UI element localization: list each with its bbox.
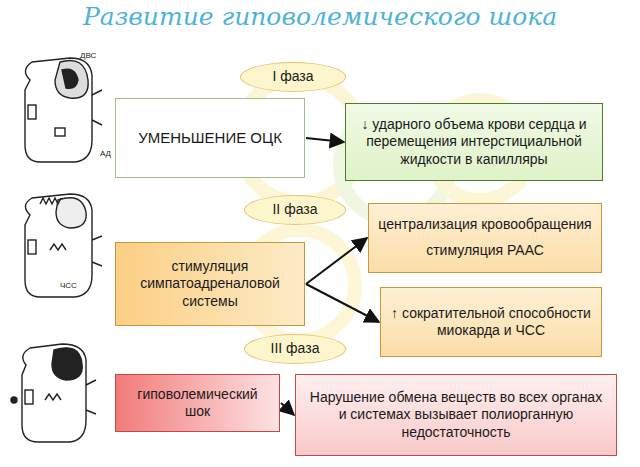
node-text: II фаза: [272, 201, 317, 219]
node-text: ↓ ударного объема крови сердца и перемещ…: [356, 116, 592, 169]
node-text: III фаза: [271, 340, 320, 358]
node-text: централизация кровообращения: [378, 216, 591, 234]
scheme-label: ЧСС: [60, 282, 77, 290]
node-text: стимуляция РААС: [426, 242, 544, 260]
diagram-title: Развитие гиповолемического шока: [0, 2, 640, 31]
process-box: УМЕНЬШЕНИЕ ОЦК: [115, 98, 305, 178]
result-box: ↓ ударного объема крови сердца и перемещ…: [345, 103, 603, 181]
connector-arrow: [306, 284, 379, 322]
node-text: стимуляция симпатоадреналовой системы: [124, 258, 296, 311]
connector-arrow: [306, 238, 367, 284]
connector-arrow: [306, 138, 344, 142]
result-box: централизация кровообращения стимуляция Р…: [368, 203, 602, 273]
result-box: ↑ сократительной способности миокарда и …: [380, 287, 602, 357]
circulation-scheme: [11, 58, 102, 442]
scheme-label: ДВС: [80, 52, 96, 60]
node-text: ↑ сократительной способности миокарда и …: [389, 305, 593, 340]
scheme-label: АД: [100, 150, 111, 158]
process-box: гиповолемический шок: [115, 374, 280, 432]
node-text: гиповолемический шок: [124, 386, 271, 421]
node-text: Нарушение обмена веществ во всех органах…: [304, 389, 608, 442]
node-text: I фаза: [272, 68, 313, 86]
result-box: Нарушение обмена веществ во всех органах…: [295, 374, 617, 456]
phase-oval: II фаза: [244, 195, 346, 225]
phase-oval: I фаза: [240, 62, 346, 92]
node-text: УМЕНЬШЕНИЕ ОЦК: [138, 129, 282, 148]
connector-arrow: [281, 403, 294, 415]
process-box: стимуляция симпатоадреналовой системы: [115, 242, 305, 326]
phase-oval: III фаза: [244, 334, 346, 364]
